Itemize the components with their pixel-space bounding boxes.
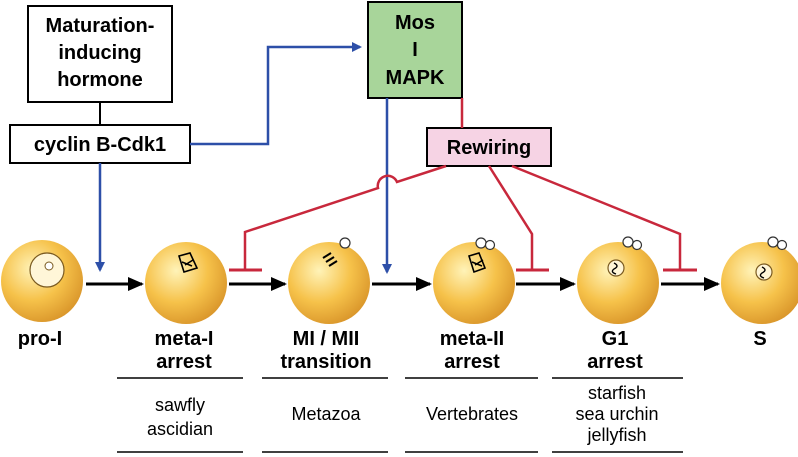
organism-sea-urchin: sea urchin — [575, 404, 658, 424]
organism-metazoa: Metazoa — [291, 404, 361, 424]
mapk-label: MAPK — [386, 67, 445, 89]
cell-meta-ii — [433, 237, 515, 324]
stage-label-g1-1: G1 — [602, 328, 629, 350]
cell-meta-i — [145, 242, 227, 324]
organism-vertebrates: Vertebrates — [426, 404, 518, 424]
cyclin-label: cyclin B-Cdk1 — [34, 134, 166, 156]
polar-body-a — [475, 237, 487, 249]
mos-label: Mos — [395, 12, 435, 34]
rewiring-inhibit-g1 — [511, 164, 682, 270]
stage-label-pro-i: pro-I — [18, 328, 62, 350]
stage-label-s: S — [753, 328, 766, 350]
organism-sawfly: sawfly — [155, 395, 205, 415]
stage-label-meta-i-1: meta-I — [155, 328, 214, 350]
cyclin-to-mos-arrow — [190, 42, 362, 146]
rewiring-inhibit-meta-i — [243, 164, 447, 270]
hormone-line-3: hormone — [57, 69, 143, 91]
polar-body-b — [484, 239, 496, 251]
hormone-line-1: Maturation- — [46, 15, 155, 37]
meta-i-spindle — [177, 252, 199, 273]
rewiring-box: Rewiring — [426, 127, 552, 167]
rewiring-inhibit-meta-ii — [487, 165, 534, 270]
stage-label-g1-2: arrest — [587, 351, 643, 373]
stage-label-meta-i-2: arrest — [156, 351, 212, 373]
stage-label-mi-mii-2: transition — [280, 351, 371, 373]
stage-label-meta-ii-1: meta-II — [440, 328, 504, 350]
cell-pro-i — [1, 240, 83, 322]
cell-mi-mii — [288, 237, 370, 324]
cell-s — [721, 236, 798, 324]
organism-jellyfish: jellyfish — [586, 425, 646, 445]
stage-label-mi-mii-1: MI / MII — [293, 328, 360, 350]
mos-mapk-box: Mos I MAPK — [367, 1, 463, 99]
organism-starfish: starfish — [588, 383, 646, 403]
meta-ii-spindle — [467, 252, 487, 274]
organism-ascidian: ascidian — [147, 419, 213, 439]
mos-bar-label: I — [412, 39, 418, 61]
cell-g1 — [577, 236, 659, 324]
hormone-line-2: inducing — [58, 42, 141, 64]
cyclin-box: cyclin B-Cdk1 — [9, 124, 191, 164]
rewiring-label: Rewiring — [447, 137, 531, 159]
hormone-box: Maturation- inducing hormone — [27, 5, 173, 103]
chromosome-marks — [322, 252, 338, 267]
stage-label-meta-ii-2: arrest — [444, 351, 500, 373]
polar-body-1 — [339, 237, 351, 249]
